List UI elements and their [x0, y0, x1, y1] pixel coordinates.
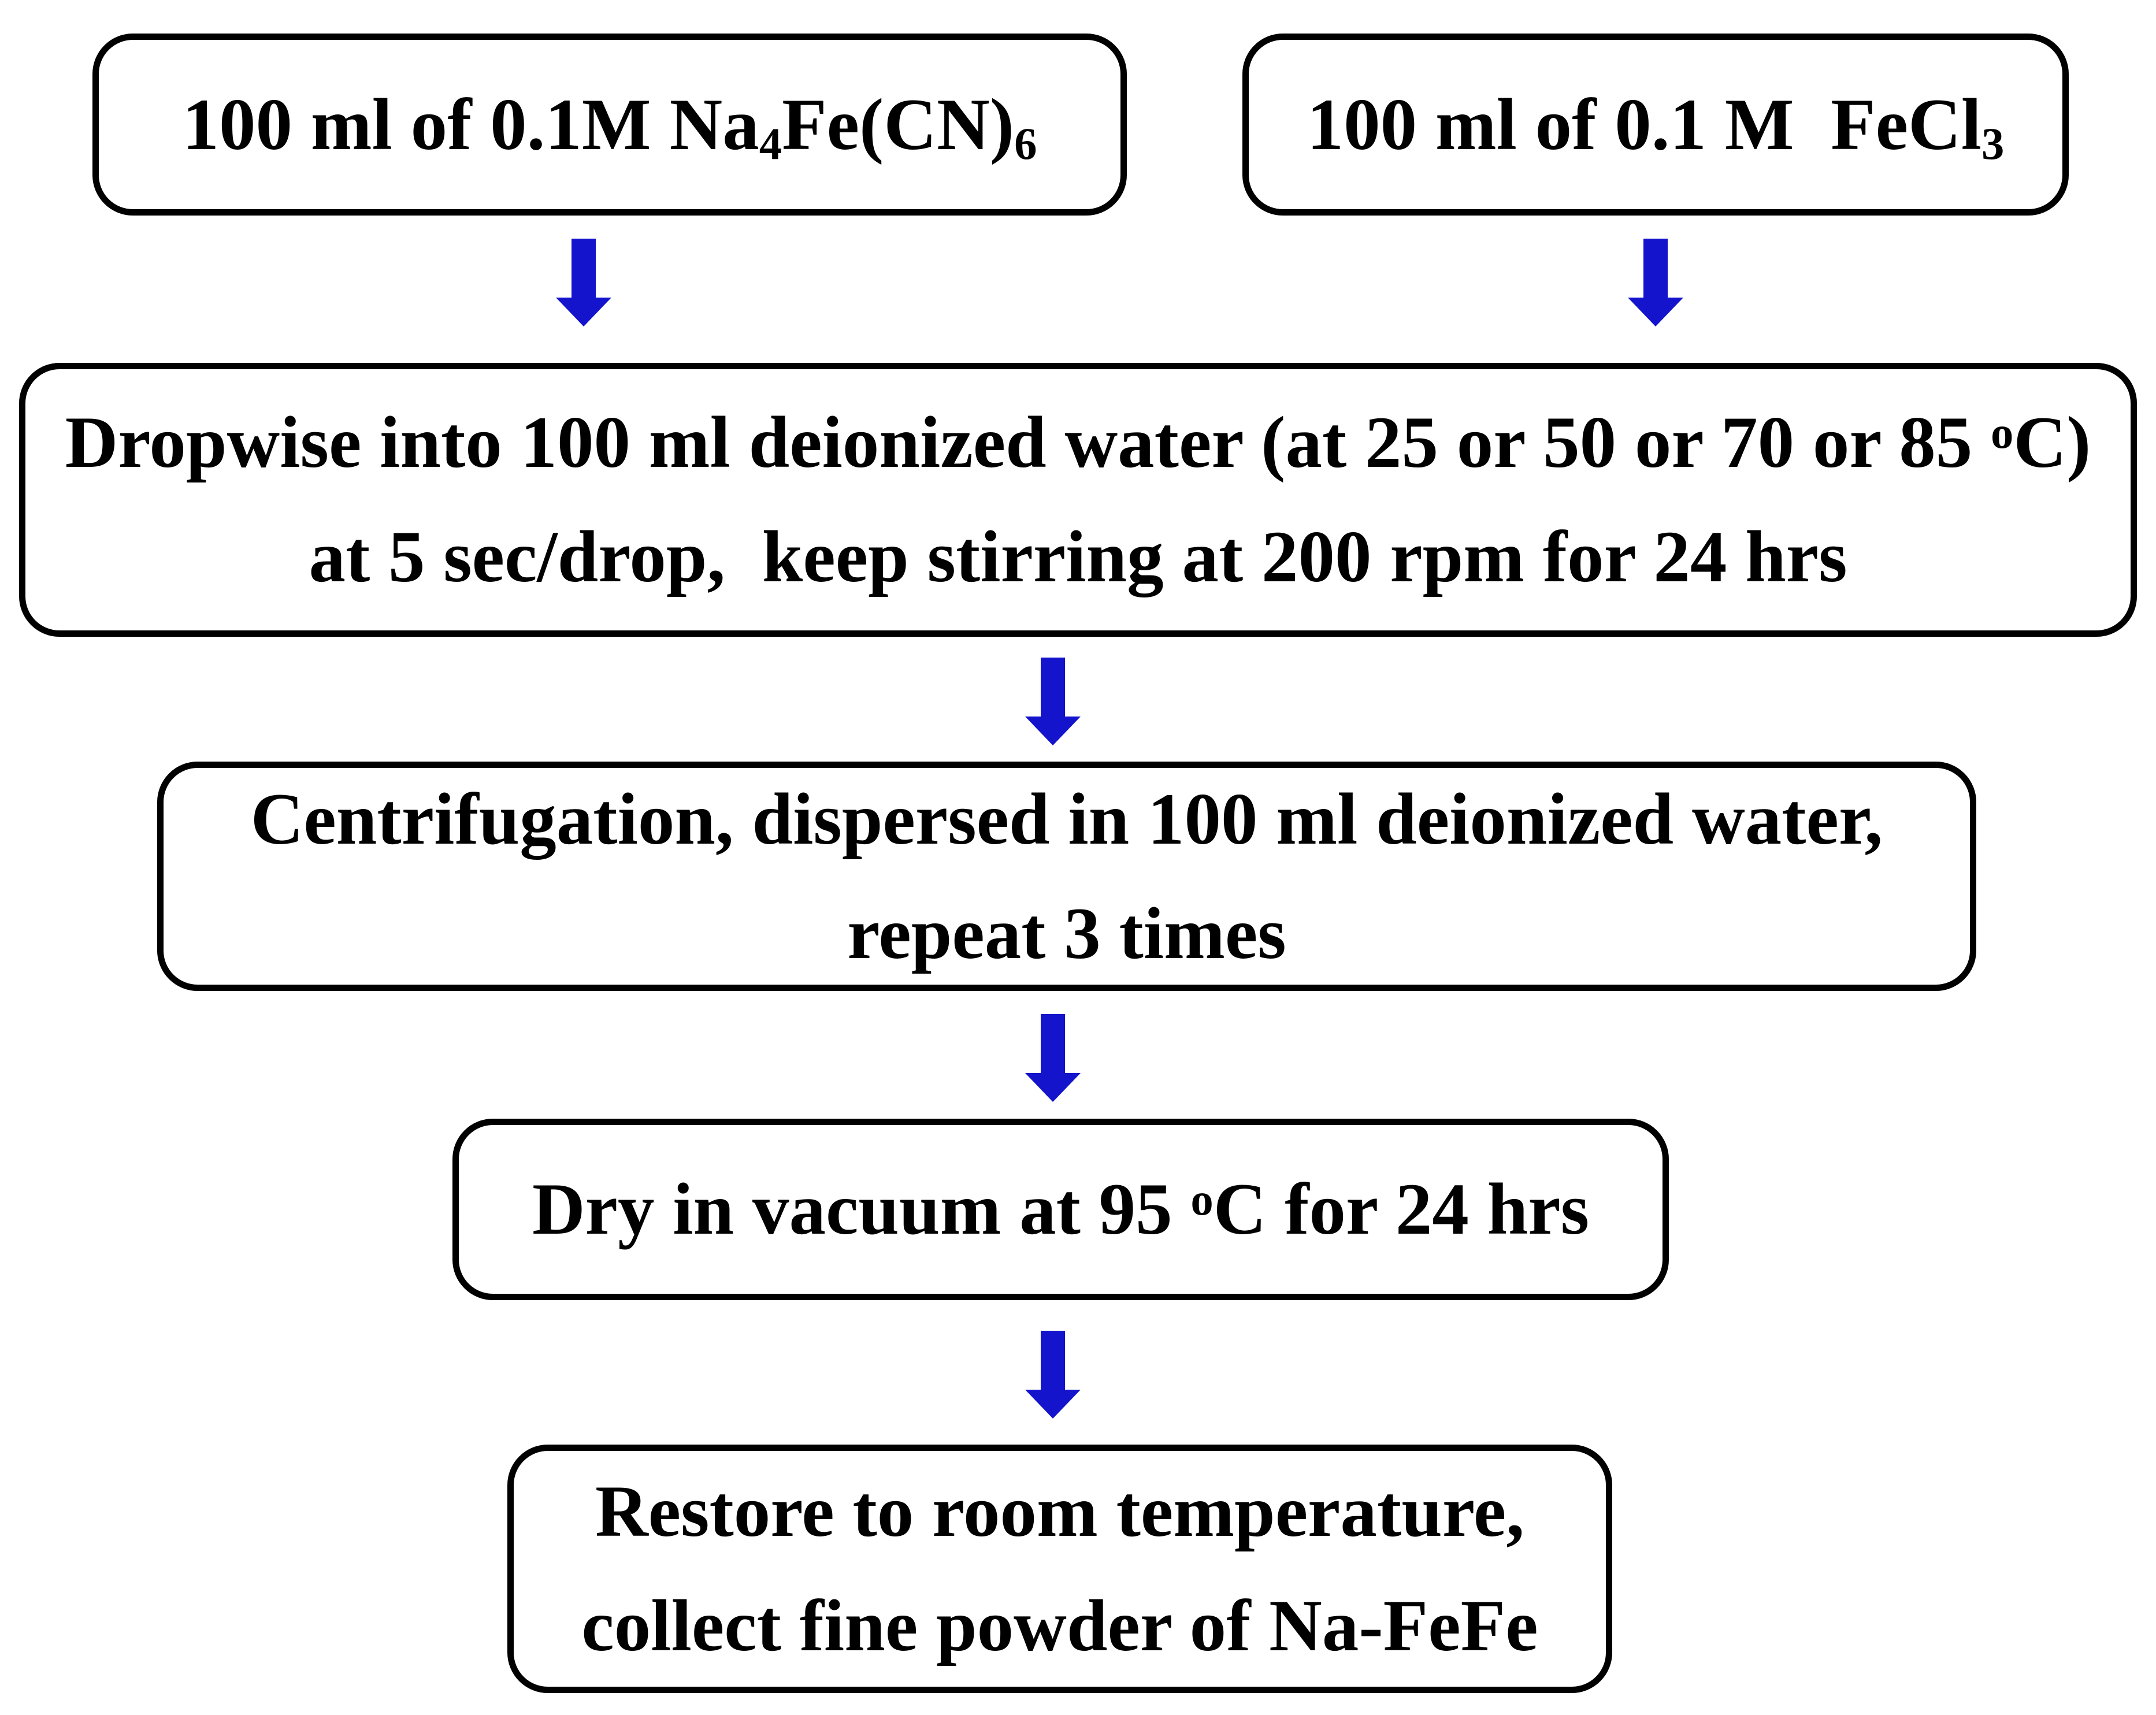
step-text-line1: Dropwise into 100 ml deionized water (at… [65, 385, 2091, 500]
arrow-down-icon [556, 239, 611, 326]
step-text-line1: Restore to room temperature, [595, 1471, 1525, 1552]
step-box-reactant-fecl3: 100 ml of 0.1 M FeCl3 [1242, 34, 2069, 216]
text-segment: Fe(CN) [782, 84, 1015, 165]
text-segment: C) [2013, 402, 2091, 483]
step-text-line2: at 5 sec/drop, keep stirring at 200 rpm … [309, 517, 1847, 597]
text-segment: C for 24 hrs [1213, 1169, 1590, 1250]
step-box-vacuum-dry: Dry in vacuum at 95 oC for 24 hrs [452, 1119, 1669, 1300]
step-text: 100 ml of 0.1 M FeCl3 [1307, 68, 2005, 182]
subscript: 4 [759, 118, 782, 169]
step-box-collect-powder: Restore to room temperature, collect fin… [507, 1445, 1612, 1693]
step-text: 100 ml of 0.1M Na4Fe(CN)6 [183, 68, 1037, 182]
superscript: o [1190, 1174, 1214, 1225]
arrow-down-shape [1025, 658, 1081, 745]
arrow-down-shape [1628, 239, 1683, 326]
arrow-down-shape [1025, 1014, 1081, 1102]
arrow-down-icon [1025, 1331, 1081, 1419]
subscript: 3 [1981, 118, 2005, 169]
arrow-down-icon [1628, 239, 1683, 326]
text-segment: 100 ml of 0.1 M FeCl [1307, 84, 1982, 165]
subscript: 6 [1014, 118, 1037, 169]
step-text-line2: repeat 3 times [847, 893, 1286, 974]
step-text: Dry in vacuum at 95 oC for 24 hrs [532, 1152, 1589, 1267]
text-segment: Dropwise into 100 ml deionized water (at… [65, 402, 1991, 483]
step-text-line1: Centrifugation, dispersed in 100 ml deio… [250, 778, 1883, 860]
arrow-down-icon [1025, 1014, 1081, 1102]
arrow-down-shape [556, 239, 611, 326]
step-box-centrifugation: Centrifugation, dispersed in 100 ml deio… [157, 762, 1976, 991]
text-segment: Dry in vacuum at 95 [532, 1169, 1191, 1250]
text-segment: 100 ml of 0.1M Na [182, 84, 759, 165]
superscript: o [1990, 407, 2014, 458]
step-box-dropwise-mixing: Dropwise into 100 ml deionized water (at… [19, 363, 2137, 637]
arrow-down-shape [1025, 1331, 1081, 1419]
arrow-down-icon [1025, 658, 1081, 745]
step-text-line2: collect fine powder of Na-FeFe [581, 1586, 1538, 1666]
step-box-reactant-na4fecn6: 100 ml of 0.1M Na4Fe(CN)6 [92, 34, 1127, 216]
